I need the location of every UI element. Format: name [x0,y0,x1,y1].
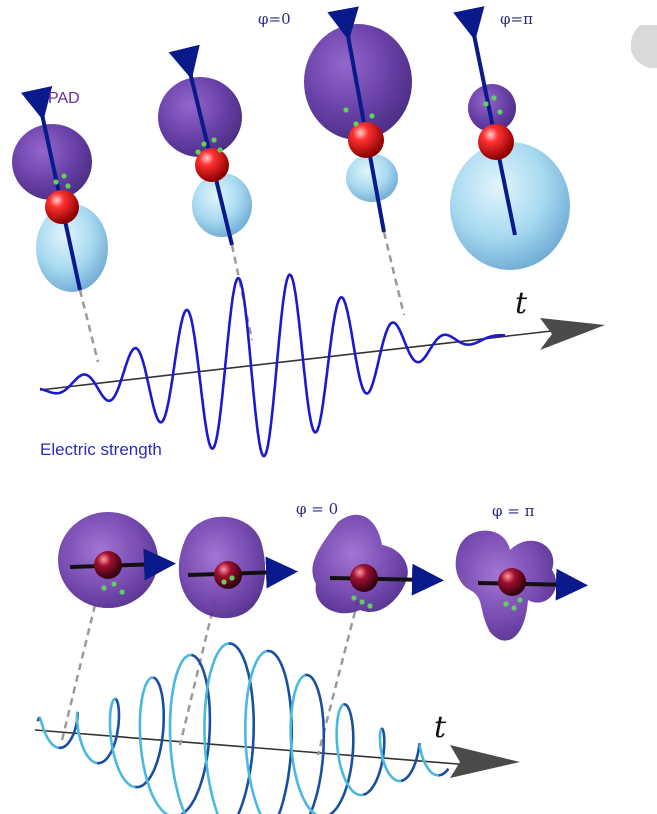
time-axis [39,329,561,391]
helix-front-segment [400,743,421,783]
helix-front-segment [328,703,355,814]
time-label-bottom: t [434,710,447,745]
pad-blob-2 [178,516,298,619]
helix-back-segment [418,743,439,777]
phase-zero-label-bottom: φ = 0 [296,500,339,518]
helix-front-segment [97,697,121,765]
helix-front-segment [304,673,326,814]
helix-front-segment [266,649,293,814]
helix-back-segment [378,728,402,783]
circular-field-helix [36,642,450,814]
time-axis-bottom-arrowhead [450,745,520,778]
helix-front-segment [179,653,212,814]
helix-back-segment [203,642,229,814]
helix-back-segment [289,673,318,814]
crescent-shape [630,25,657,68]
helix-back-segment [38,716,59,750]
dashed-connectors [78,231,406,363]
helix-back-segment [108,697,136,789]
helix-back-segment [75,711,98,765]
time-label-top: t [515,286,528,321]
pad-label: PAD [48,90,80,107]
pad-lobe-3 [304,6,412,233]
pad-lobe-4 [450,6,570,270]
helix-front-segment [438,767,450,777]
red-sphere-icon [348,122,384,158]
dark-sphere-icon [498,568,526,596]
top-panel [12,6,605,458]
red-sphere-icon [45,190,79,224]
bottom-panel [34,512,588,814]
helix-front-segment [36,716,41,722]
pad-blob-4 [455,530,588,641]
phase-zero-label-top: φ=0 [258,10,291,28]
helix-back-segment [138,676,170,814]
helix-front-segment [58,711,79,750]
electric-field-wave [39,273,505,458]
dark-sphere-icon [350,564,378,592]
red-sphere-icon [195,148,229,182]
dark-sphere-icon [214,561,242,589]
helix-front-segment [228,642,255,814]
helix-back-segment [168,653,192,814]
red-sphere-icon [478,124,514,160]
time-axis-arrowhead [540,318,605,350]
phase-pi-label-top: φ=π [500,10,533,28]
pad-lobe-2 [158,44,252,246]
electric-strength-label: Electric strength [40,440,162,459]
phase-pi-label-bottom: φ = π [492,502,535,520]
helix-back-segment [244,649,268,814]
dark-sphere-icon [94,551,122,579]
helix-back-segment [335,703,364,797]
pad-blob-1 [58,512,176,608]
pad-blob-3 [312,514,444,614]
pad-lobe-1 [12,85,108,292]
